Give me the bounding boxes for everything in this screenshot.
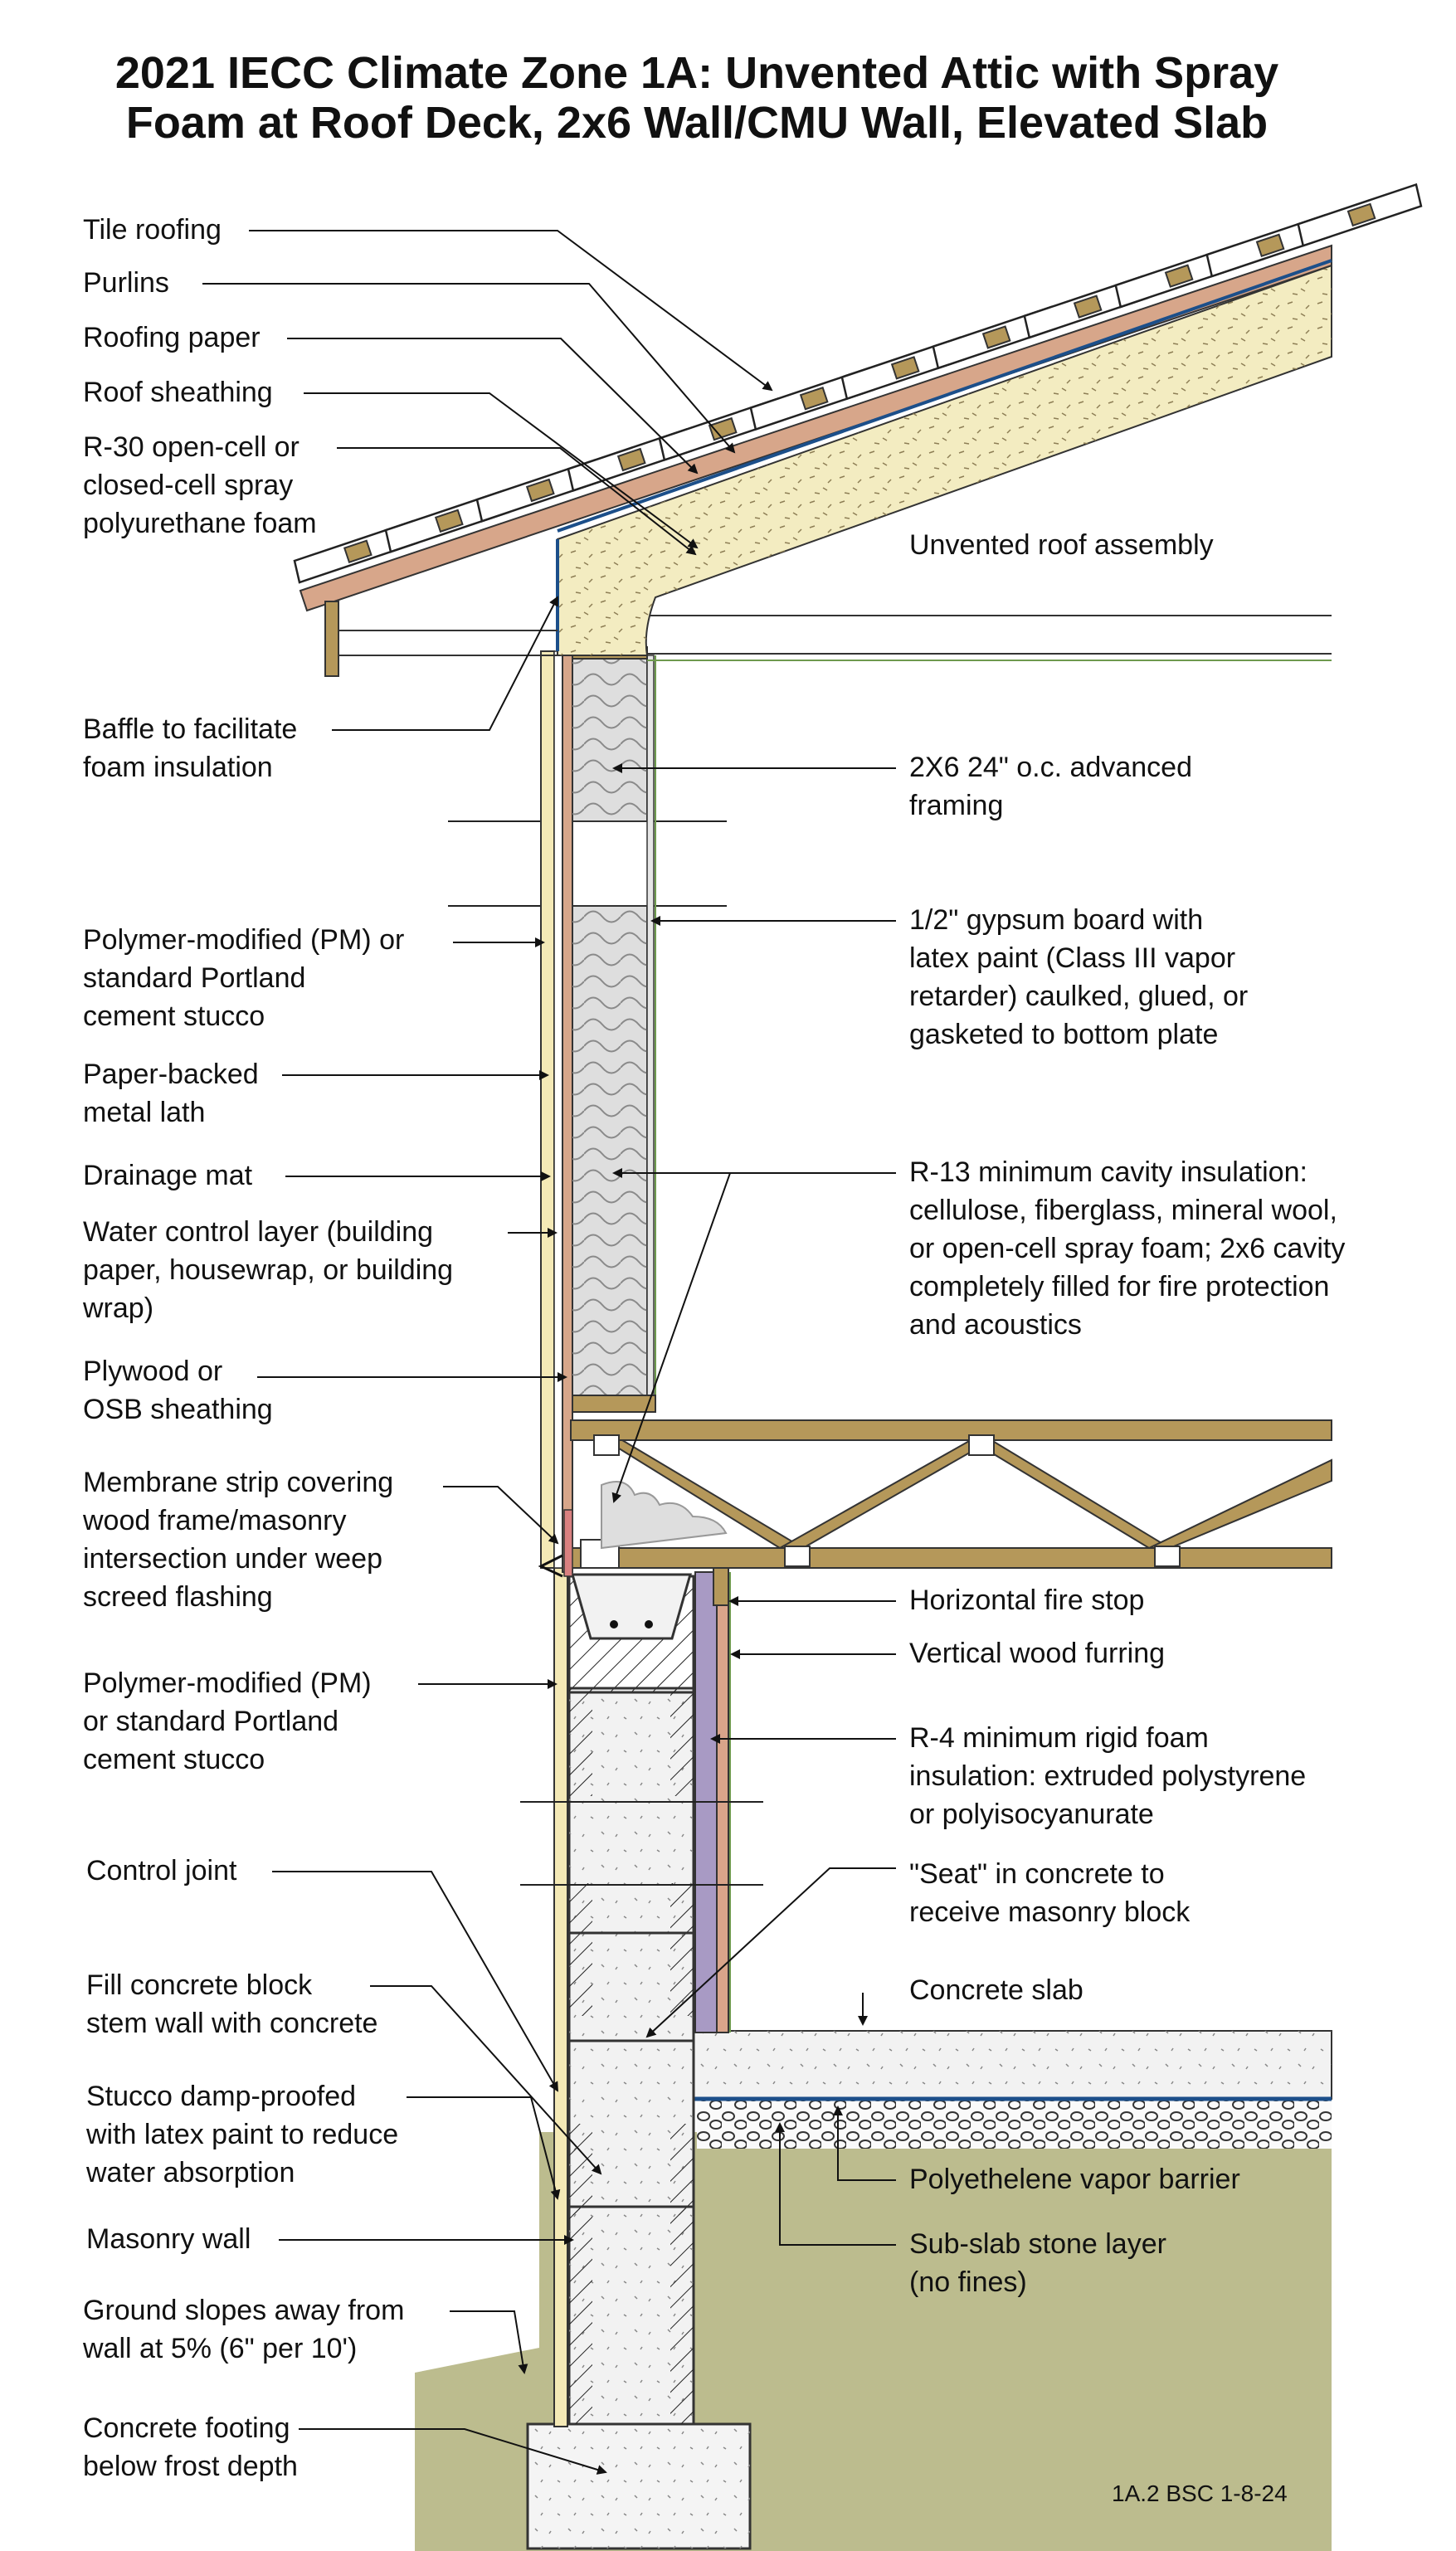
weep-screed <box>538 1554 563 1578</box>
membrane-strip <box>563 1509 573 1577</box>
purlin <box>434 509 464 533</box>
label-roof-sheathing: Roof sheathing <box>83 377 273 408</box>
stucco-upper <box>540 650 555 1569</box>
truss-top-chord <box>570 1419 1332 1441</box>
roof-sheathing <box>299 244 1332 612</box>
label-spray-foam: R-30 open-cell or closed-cell spray poly… <box>83 431 317 539</box>
label-membrane-strip: Membrane strip covering wood frame/mason… <box>83 1467 394 1613</box>
label-plywood: Plywood or OSB sheathing <box>83 1356 273 1425</box>
purlin <box>343 539 373 563</box>
label-roofing-paper: Roofing paper <box>83 322 261 353</box>
label-ground-slopes: Ground slopes away from wall at 5% (6" p… <box>83 2295 405 2364</box>
label-gypsum: 1/2" gypsum board with latex paint (Clas… <box>909 904 1249 1050</box>
label-control-joint: Control joint <box>86 1855 237 1886</box>
label-drainage-mat: Drainage mat <box>83 1160 253 1191</box>
purlin <box>799 387 829 411</box>
label-furring: Vertical wood furring <box>909 1638 1166 1669</box>
diagram-title: 2021 IECC Climate Zone 1A: Unvented Atti… <box>0 48 1394 148</box>
label-fill-block: Fill concrete block stem wall with concr… <box>86 1969 378 2039</box>
purlin <box>616 447 646 472</box>
purlins <box>343 202 1376 563</box>
label-fire-stop: Horizontal fire stop <box>909 1585 1145 1616</box>
label-framing: 2X6 24" o.c. advanced framing <box>909 752 1192 821</box>
label-baffle: Baffle to facilitate foam insulation <box>83 713 298 783</box>
purlin <box>890 356 920 380</box>
rim-insulation <box>601 1481 728 1550</box>
label-damp-proofed: Stucco damp-proofed with latex paint to … <box>86 2081 399 2188</box>
drainage-mat <box>553 650 563 1569</box>
label-unvented-roof: Unvented roof assembly <box>909 529 1214 561</box>
label-cavity-insulation: R-13 minimum cavity insulation: cellulos… <box>909 1156 1346 1341</box>
title-line-1: 2021 IECC Climate Zone 1A: Unvented Atti… <box>114 48 1279 98</box>
label-stone-layer: Sub-slab stone layer (no fines) <box>909 2228 1166 2298</box>
stucco-lower <box>553 1567 568 2427</box>
label-masonry-wall: Masonry wall <box>86 2223 251 2255</box>
truss-bottom-chord <box>570 1547 1332 1569</box>
label-stucco-lower: Polymer-modified (PM) or standard Portla… <box>83 1667 372 1775</box>
truss-webs <box>602 1439 1332 1549</box>
purlin <box>525 478 555 503</box>
purlin <box>1346 202 1376 227</box>
bond-beam <box>571 1573 692 1640</box>
title-line-2: Foam at Roof Deck, 2x6 Wall/CMU Wall, El… <box>125 98 1269 148</box>
purlin <box>1164 264 1194 288</box>
label-rigid-foam: R-4 minimum rigid foam insulation: extru… <box>909 1722 1307 1830</box>
label-seat: "Seat" in concrete to receive masonry bl… <box>909 1858 1191 1928</box>
fascia <box>324 601 339 677</box>
purlin <box>981 325 1011 349</box>
purlin <box>1255 233 1285 258</box>
bottom-plate <box>572 1395 656 1413</box>
purlin <box>708 416 738 441</box>
horizontal-fire-stop <box>713 1567 729 1606</box>
label-slab: Concrete slab <box>909 1974 1083 2006</box>
label-purlins: Purlins <box>83 267 169 299</box>
label-metal-lath: Paper-backed metal lath <box>83 1059 259 1128</box>
drawing-code: 1A.2 BSC 1-8-24 <box>1112 2480 1288 2506</box>
label-water-control: Water control layer (building paper, hou… <box>83 1216 454 1324</box>
label-stucco-upper: Polymer-modified (PM) or standard Portla… <box>83 924 405 1032</box>
label-footing: Concrete footing below frost depth <box>83 2412 298 2482</box>
label-vapor-barrier: Polyethelene vapor barrier <box>909 2164 1240 2195</box>
purlin <box>1073 295 1103 319</box>
label-tile-roofing: Tile roofing <box>83 214 222 246</box>
